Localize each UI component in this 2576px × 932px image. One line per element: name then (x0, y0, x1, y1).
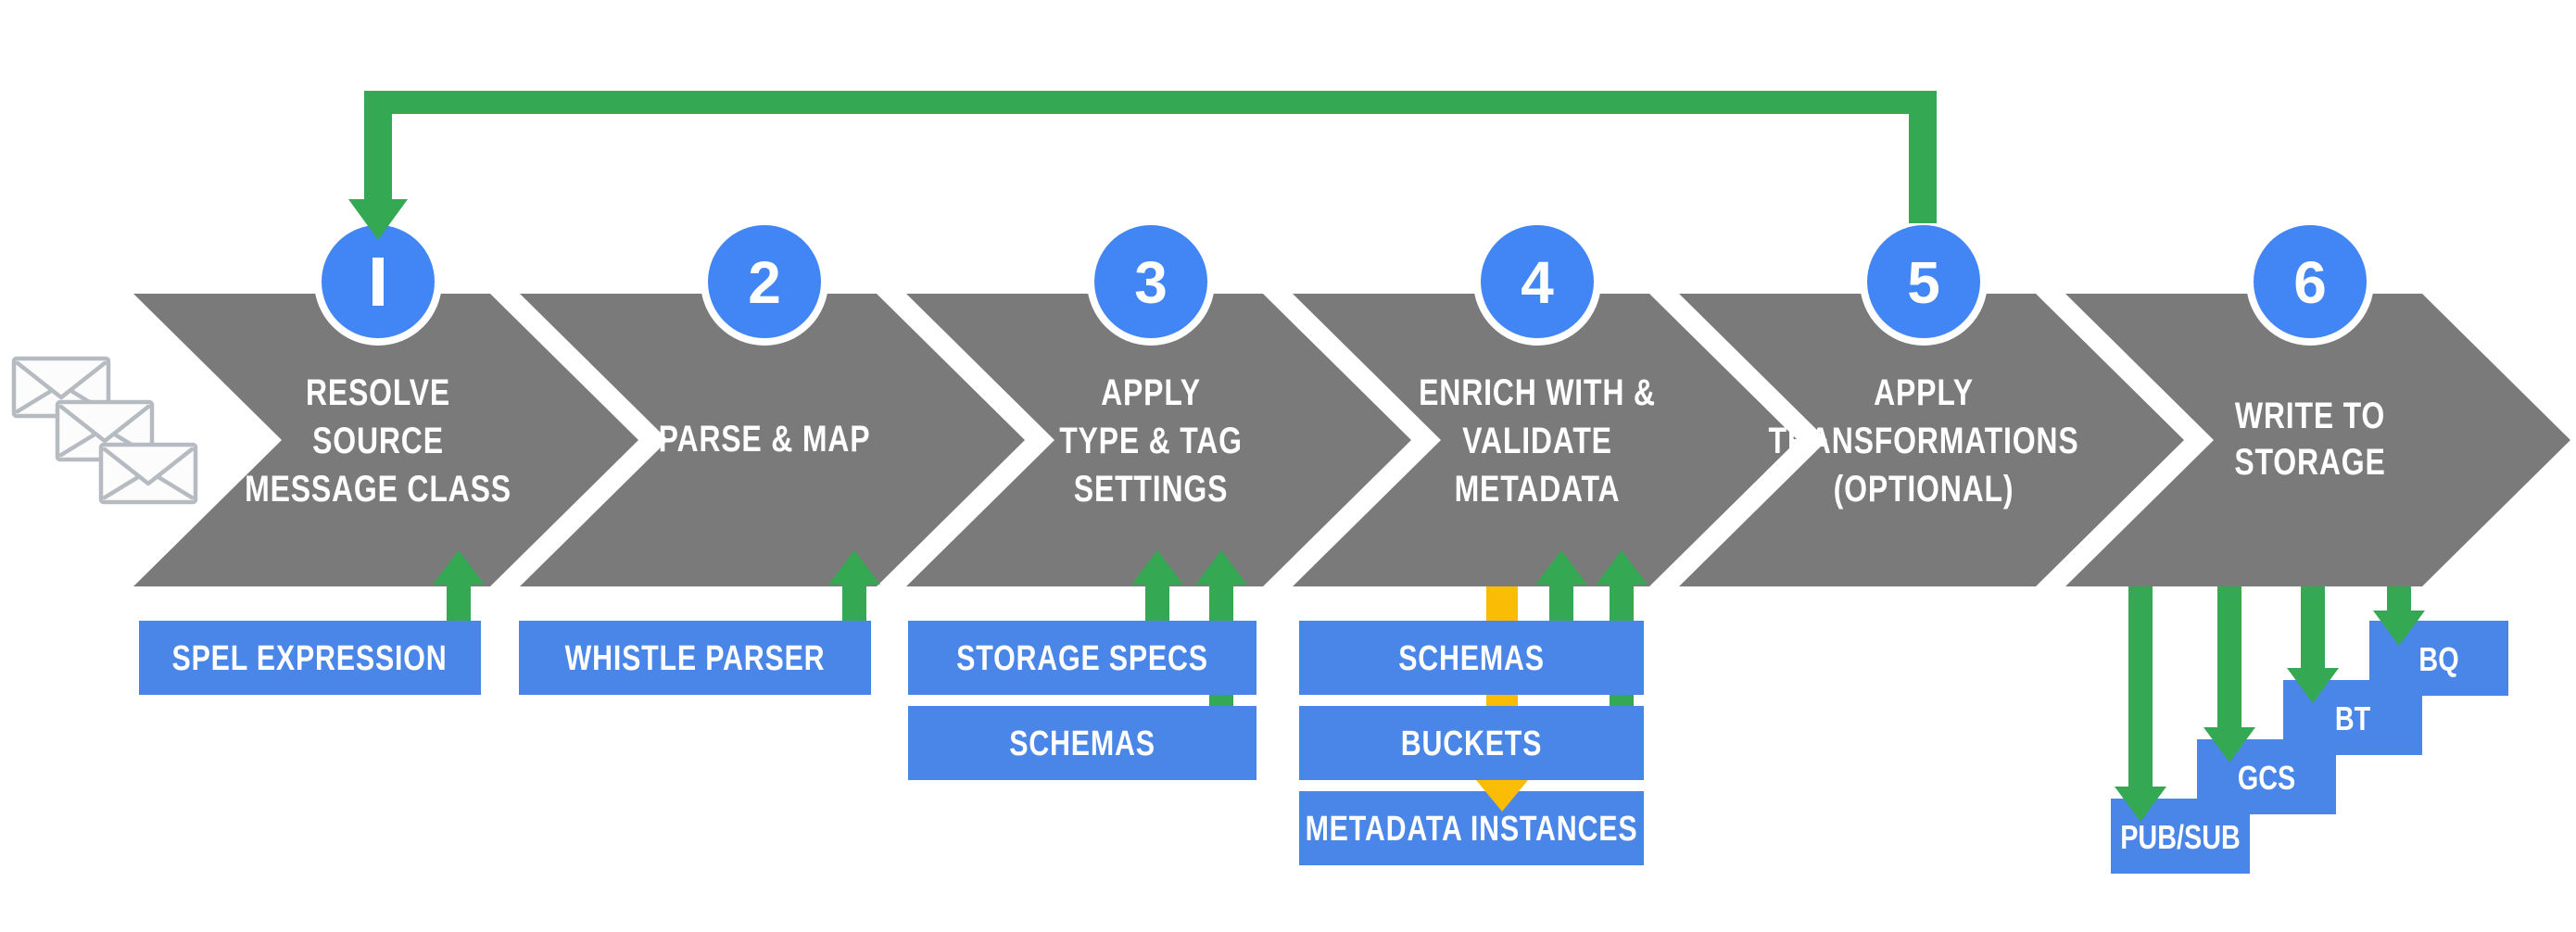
callout-label-spel-expression: SPEL EXPRESSION (172, 639, 448, 678)
step-2-label-line: PARSE & MAP (659, 418, 871, 460)
callout-box-storage-specs (908, 621, 1256, 695)
chevron-band (133, 294, 2570, 586)
feedback-loop-right-shaft (1909, 114, 1937, 223)
up-arrow-storage-specs (1131, 550, 1183, 621)
step-1-label-line: SOURCE (312, 420, 444, 461)
step-5-number: 5 (1907, 249, 1940, 316)
step-3-badge (1094, 225, 1207, 338)
callout-label-whistle-parser: WHISTLE PARSER (565, 639, 826, 678)
chevron-step-6 (2065, 294, 2570, 586)
up-arrow-whistle-parser (828, 550, 880, 621)
callout-labels: SPEL EXPRESSION WHISTLE PARSER STORAGE S… (172, 639, 2459, 856)
step-5-badge (1867, 225, 1980, 338)
chevron-step-4 (1293, 294, 1798, 586)
down-arrow-bq (2373, 586, 2425, 646)
chevron-step-3 (906, 294, 1411, 586)
callout-box-spel-expression (139, 621, 481, 695)
feedback-loop-left-shaft (364, 114, 392, 199)
down-arrow-gcs (2203, 586, 2255, 762)
callout-label-bq: BQ (2418, 640, 2458, 678)
callout-box-metadata-instances (1299, 791, 1644, 865)
step-6-label-line: STORAGE (2234, 441, 2385, 483)
chevron-step-1 (133, 294, 638, 586)
step-1-number (373, 258, 384, 306)
step-6-label-line: WRITE TO (2235, 395, 2385, 436)
callout-box-schemas-step4 (1299, 621, 1644, 695)
callout-label-schemas-step3: SCHEMAS (1009, 724, 1155, 763)
step-4-label-line: ENRICH WITH & (1419, 372, 1656, 413)
step-3-label-line: SETTINGS (1074, 468, 1228, 510)
step-1-label-line: MESSAGE CLASS (245, 468, 511, 510)
callout-label-storage-specs: STORAGE SPECS (956, 639, 1208, 678)
callout-label-gcs: GCS (2238, 759, 2295, 797)
storage-down-arrows (2115, 586, 2425, 822)
step-2-number: 2 (748, 249, 781, 316)
feedback-loop-arrowhead (348, 199, 408, 240)
step-3-label-line: TYPE & TAG (1059, 420, 1243, 461)
step-5-label-line: (OPTIONAL) (1834, 468, 2014, 510)
callout-label-buckets: BUCKETS (1401, 724, 1543, 763)
down-arrow-metadata-head (1476, 780, 1528, 812)
step-6-number: 6 (2293, 249, 2327, 316)
callout-label-pubsub: PUB/SUB (2120, 818, 2241, 856)
envelope-icon (98, 442, 198, 505)
envelope-stack-icon (11, 356, 198, 505)
down-arrow-pubsub (2115, 586, 2166, 822)
step-3-number: 3 (1134, 249, 1168, 316)
step-4-label-line: METADATA (1455, 468, 1621, 510)
step-3-label-line: APPLY (1101, 372, 1201, 413)
step-1-label-line: RESOLVE (306, 372, 450, 413)
callout-label-bt: BT (2335, 699, 2370, 737)
step-4-badge (1481, 225, 1594, 338)
step-5-label-line: APPLY (1874, 372, 1974, 413)
callout-box-whistle-parser (519, 621, 871, 695)
callout-label-schemas-step4: SCHEMAS (1398, 639, 1545, 678)
chevron-step-2 (520, 294, 1025, 586)
callout-label-metadata-instances: METADATA INSTANCES (1306, 810, 1638, 849)
callout-box-buckets (1299, 706, 1644, 780)
down-arrow-bt (2287, 586, 2339, 703)
step-6-badge (2254, 225, 2367, 338)
feedback-loop-arrow (348, 91, 1937, 240)
chevron-labels: RESOLVE SOURCE MESSAGE CLASS PARSE & MAP… (245, 372, 2385, 510)
step-5-label-line: TRANSFORMATIONS (1769, 420, 2079, 461)
up-arrow-spel-expression (433, 550, 485, 621)
feedback-loop-top-bar (364, 91, 1937, 114)
chevron-step-5 (1679, 294, 2184, 586)
callout-boxes (139, 621, 2508, 874)
step-2-badge (708, 225, 821, 338)
step-4-number: 4 (1521, 249, 1554, 316)
step-4-label-line: VALIDATE (1462, 420, 1612, 461)
step-badges: 2 3 4 5 6 (314, 218, 2374, 346)
callout-box-schemas-step3 (908, 706, 1256, 780)
up-arrow-schemas-step4 (1535, 550, 1587, 621)
